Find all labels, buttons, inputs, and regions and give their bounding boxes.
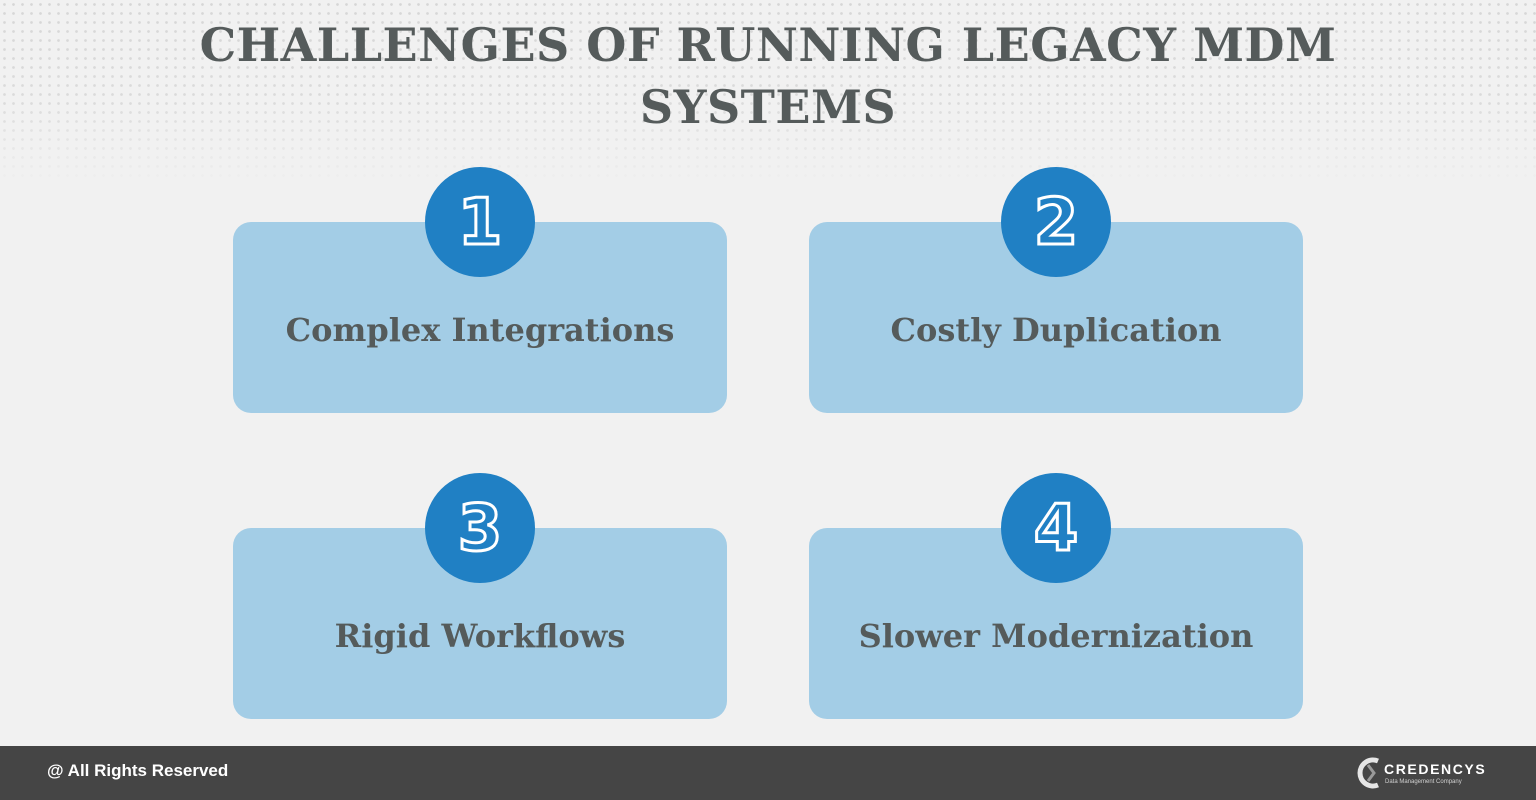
number-1-icon: 1 [456,185,504,262]
badge-number: 3 [458,492,503,566]
credencys-c-logo-icon [1357,757,1379,789]
challenge-card-4: Slower Modernization [809,528,1303,719]
number-2-icon: 2 [1032,185,1080,262]
number-4-icon: 4 [1032,491,1080,568]
dotted-background-pattern [0,0,1536,185]
page-title-line-1: CHALLENGES OF RUNNING LEGACY MDM [199,18,1337,72]
badge-number: 2 [1034,186,1079,260]
number-badge-2: 2 [1001,167,1111,277]
brand-logo: CREDENCYS Data Management Company [1354,754,1494,792]
copyright-text: @ All Rights Reserved [47,761,229,780]
number-badge-1: 1 [425,167,535,277]
challenge-label: Rigid Workflows [334,617,626,655]
footer-bar: @ All Rights Reserved CREDENCYS Data Man… [0,746,1536,800]
page-title-line-2: SYSTEMS [639,80,897,134]
badge-number: 1 [458,186,503,260]
number-badge-4: 4 [1001,473,1111,583]
page-title: CHALLENGES OF RUNNING LEGACY MDM SYSTEMS [0,14,1536,138]
number-badge-3: 3 [425,473,535,583]
brand-name: CREDENCYS [1384,761,1487,777]
number-3-icon: 3 [456,491,504,568]
brand-tagline: Data Management Company [1385,779,1462,785]
challenge-label: Complex Integrations [285,311,675,349]
challenge-label: Costly Duplication [890,311,1222,349]
challenge-label: Slower Modernization [858,617,1254,655]
badge-number: 4 [1034,492,1079,566]
